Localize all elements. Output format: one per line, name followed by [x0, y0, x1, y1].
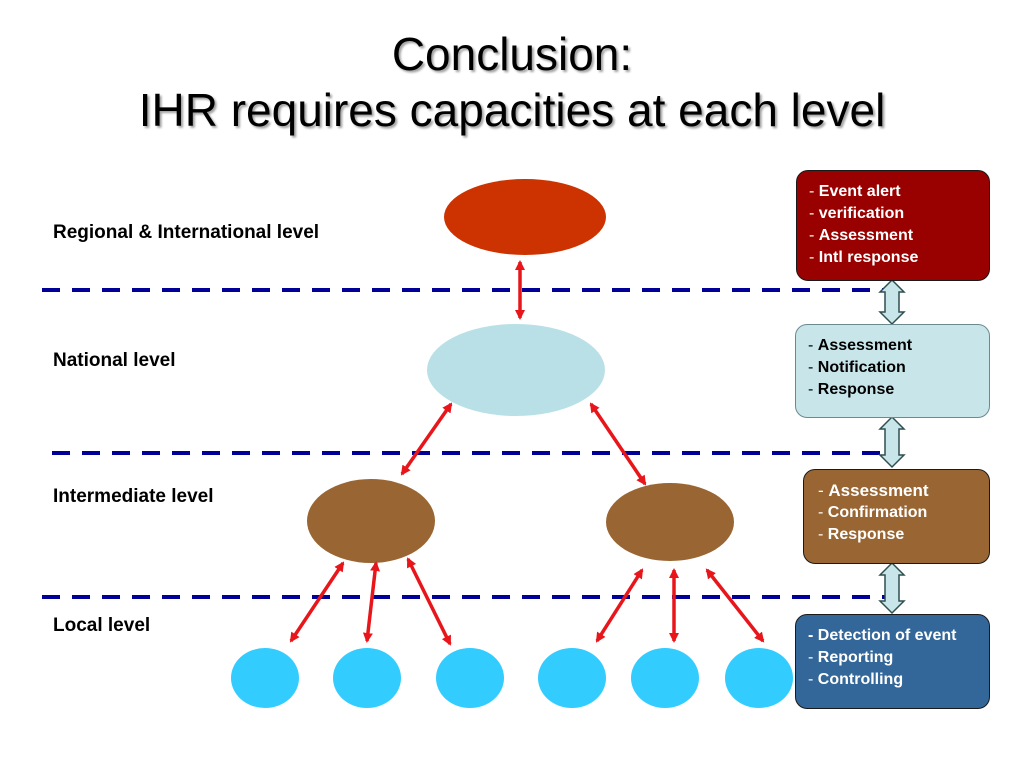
slide-title: Conclusion: IHR requires capacities at e… [0, 26, 1024, 138]
arrow-intermediate-local [595, 568, 644, 643]
capacity-item: verification [818, 205, 905, 222]
connector-regional-national [878, 278, 906, 326]
national-node [427, 324, 605, 416]
arrow-intermediate-local [362, 561, 381, 643]
capacity-item: Response [827, 526, 905, 543]
intermediate-node-right [606, 483, 734, 561]
local-node [333, 648, 401, 708]
local-capacities-box: - Detection of event - Reporting - Contr… [795, 614, 990, 709]
capacity-item: Response [817, 381, 895, 398]
arrow-intermediate-local [406, 557, 452, 646]
local-node [538, 648, 606, 708]
capacity-item: Confirmation [827, 504, 928, 521]
regional-capacities-box: - Event alert - verification - Assessmen… [796, 170, 990, 281]
capacity-item: Detection of event [817, 627, 957, 644]
capacity-item: Event alert [818, 183, 901, 200]
capacity-item: Assessment [818, 227, 914, 244]
label-local: Local level [53, 615, 151, 636]
connector-national-intermediate [878, 415, 906, 469]
national-capacities-box: - Assessment - Notification - Response [795, 324, 990, 418]
local-node [436, 648, 504, 708]
arrow-national-intermediate-right [589, 402, 647, 486]
arrow-intermediate-local [705, 568, 765, 643]
capacity-item: Reporting [817, 649, 894, 666]
capacity-item: Intl response [818, 249, 919, 266]
capacity-item: Notification [817, 359, 906, 376]
local-node [631, 648, 699, 708]
intermediate-capacities-box: - Assessment - Confirmation - Response [803, 469, 990, 564]
connector-intermediate-local [878, 561, 906, 615]
arrow-national-intermediate-left [400, 402, 453, 476]
label-regional-international: Regional & International level [53, 222, 320, 243]
intermediate-node-left [307, 479, 435, 563]
label-intermediate: Intermediate level [53, 486, 214, 507]
title-line-1: Conclusion: [391, 28, 633, 80]
capacity-item: Controlling [817, 671, 904, 688]
local-node [231, 648, 299, 708]
local-node [725, 648, 793, 708]
regional-node [444, 179, 606, 255]
capacity-item: Assessment [828, 481, 929, 500]
title-line-2: IHR requires capacities at each level [138, 84, 886, 136]
arrow-intermediate-local [289, 561, 345, 643]
label-national: National level [53, 350, 176, 371]
capacity-item: Assessment [817, 337, 913, 354]
